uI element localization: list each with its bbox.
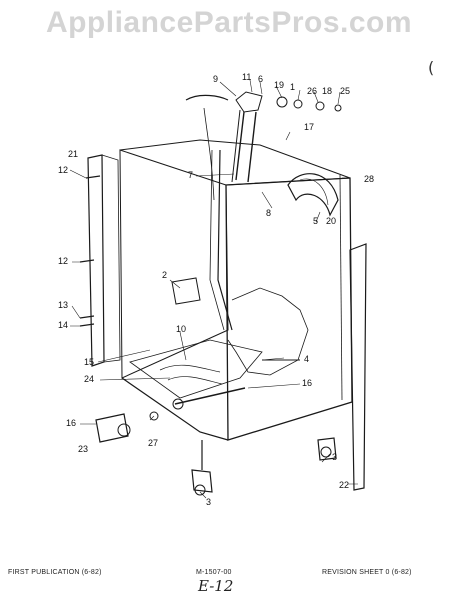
callout-13: 13 bbox=[58, 300, 68, 310]
watermark-logo: AppliancePartsPros.com bbox=[45, 6, 413, 39]
callout-7: 7 bbox=[188, 170, 193, 180]
footer-document-id: M-1507-00 bbox=[196, 569, 232, 576]
callout-22: 22 bbox=[339, 480, 349, 490]
callout-25: 25 bbox=[340, 86, 350, 96]
callout-20: 20 bbox=[326, 216, 336, 226]
callout-numbers: 1 2 3 3 4 5 6 7 8 9 10 11 12 12 13 14 15… bbox=[58, 72, 374, 507]
callout-18: 18 bbox=[322, 86, 332, 96]
callout-11: 11 bbox=[242, 72, 251, 82]
callout-12b: 12 bbox=[58, 256, 68, 266]
callout-4: 4 bbox=[304, 354, 309, 364]
callout-27: 27 bbox=[148, 438, 158, 448]
callout-12a: 12 bbox=[58, 165, 68, 175]
base-frame bbox=[121, 377, 229, 441]
callout-2: 2 bbox=[162, 270, 167, 280]
callout-21: 21 bbox=[68, 149, 78, 159]
callout-28: 28 bbox=[364, 174, 374, 184]
side-strip-right bbox=[349, 243, 367, 491]
corner-mark: ( bbox=[428, 58, 435, 77]
cabinet-left-panel bbox=[119, 149, 229, 379]
callout-8: 8 bbox=[266, 208, 271, 218]
footer-publication: FIRST PUBLICATION (6-82) bbox=[8, 569, 102, 576]
footer-revision: REVISION SHEET 0 (6-82) bbox=[322, 569, 412, 576]
cabinet-top-edge bbox=[119, 139, 351, 186]
callout-6: 6 bbox=[258, 74, 263, 84]
callout-19: 19 bbox=[274, 80, 284, 90]
callout-14: 14 bbox=[58, 320, 68, 330]
callout-10: 10 bbox=[176, 324, 186, 334]
callout-3a: 3 bbox=[206, 497, 211, 507]
handwritten-page-number: E-12 bbox=[198, 577, 234, 595]
callout-26: 26 bbox=[307, 86, 317, 96]
callout-16a: 16 bbox=[302, 378, 312, 388]
callout-24: 24 bbox=[84, 374, 94, 384]
callout-9: 9 bbox=[213, 74, 218, 84]
callout-23: 23 bbox=[78, 444, 88, 454]
callout-16b: 16 bbox=[66, 418, 76, 428]
callout-17: 17 bbox=[304, 122, 314, 132]
callout-3b: 3 bbox=[332, 452, 337, 462]
callout-5: 5 bbox=[313, 216, 318, 226]
callout-15: 15 bbox=[84, 357, 94, 367]
callout-1: 1 bbox=[290, 82, 295, 92]
